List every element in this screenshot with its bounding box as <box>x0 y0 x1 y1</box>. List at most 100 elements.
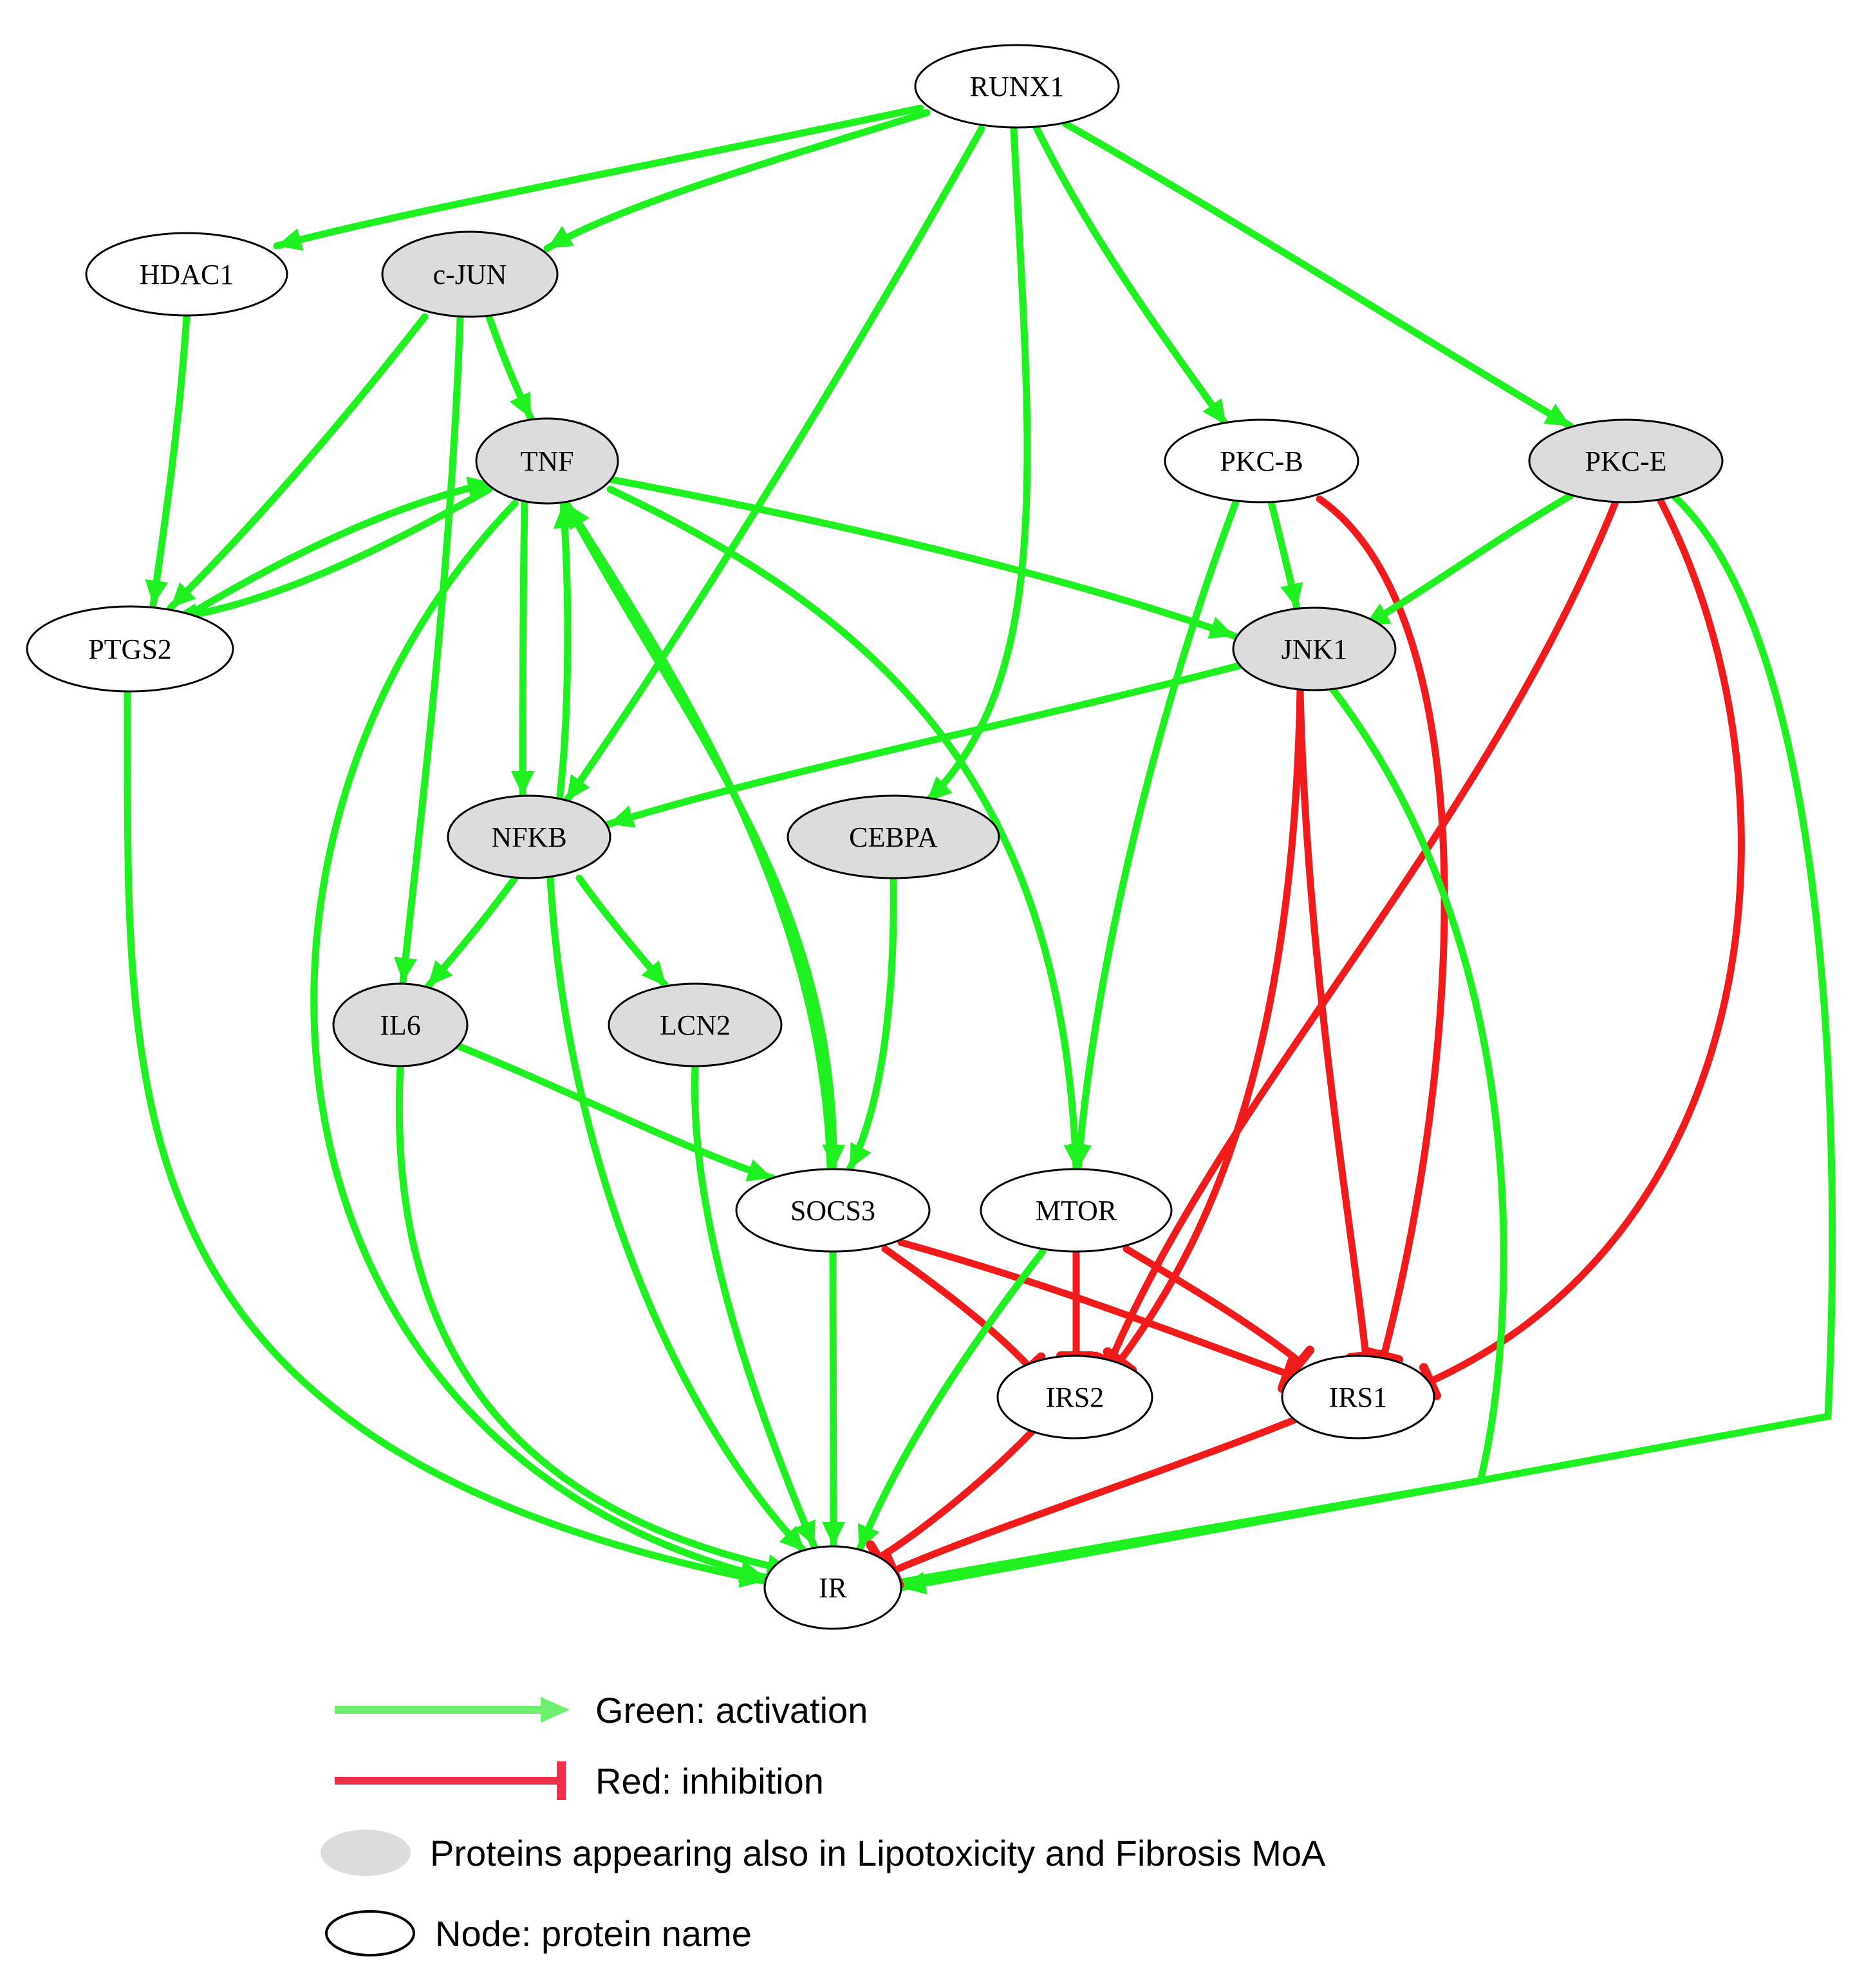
activation-arrowhead <box>547 226 574 248</box>
edge-pkcb-jnk1 <box>1267 498 1303 612</box>
edges-layer <box>124 104 1836 1595</box>
edge-line <box>1123 1245 1304 1366</box>
node-label: CEBPA <box>849 821 938 853</box>
activation-arrowhead <box>171 582 196 608</box>
edge-line <box>875 1427 1037 1562</box>
activation-arrowhead <box>850 1141 871 1169</box>
edge-cjun-ptgs2 <box>167 313 429 612</box>
activation-arrowhead <box>609 805 636 828</box>
node-label: IRS2 <box>1046 1382 1104 1413</box>
edge-runx1-pkce <box>1061 120 1574 430</box>
activation-arrowhead <box>1543 404 1570 426</box>
edge-line <box>881 1245 1034 1371</box>
node-ellipse <box>1232 606 1397 691</box>
activation-arrowhead <box>857 1523 880 1550</box>
edge-tnf-nfkb <box>511 500 534 800</box>
node-label: c-JUN <box>433 259 507 290</box>
edge-line <box>1316 495 1448 1360</box>
edge-nfkb-tnf <box>553 500 577 800</box>
node-ellipse <box>85 232 288 317</box>
edge-tnf-socs3 <box>563 500 846 1173</box>
activation-arrowhead <box>822 1144 846 1169</box>
edge-line <box>273 104 924 250</box>
node-label: LCN2 <box>660 1009 731 1041</box>
node-label: TNF <box>520 445 573 477</box>
edge-line <box>923 125 1031 805</box>
node-label: IRS1 <box>1329 1382 1387 1413</box>
edge-line <box>865 685 1507 1591</box>
node-irs2: IRS2 <box>996 1355 1153 1439</box>
edge-line <box>167 313 429 612</box>
edge-line <box>691 1062 818 1550</box>
node-label: IL6 <box>380 1009 421 1041</box>
edge-line <box>1061 120 1574 430</box>
edge-tnf-jnk1 <box>608 476 1238 640</box>
node-ellipse <box>763 1545 902 1630</box>
activation-arrowhead <box>511 771 534 796</box>
activation-arrowhead <box>1280 582 1303 608</box>
edge-line <box>124 688 769 1585</box>
edge-line <box>1116 686 1304 1365</box>
edge-line <box>395 1062 796 1575</box>
edge-socs3-ir <box>822 1248 845 1550</box>
node-pkce: PKC-E <box>1528 418 1724 503</box>
node-ellipse <box>735 1168 931 1253</box>
activation-arrowhead <box>779 1526 805 1552</box>
legend-activation-arrowhead <box>541 1697 570 1723</box>
edge-jnk1-nfkb <box>605 659 1253 828</box>
edge-line <box>399 314 464 986</box>
edge-cebpa-socs3 <box>846 874 897 1173</box>
edge-ptgs2-ir <box>124 688 769 1588</box>
edge-line <box>829 1248 837 1550</box>
node-ellipse <box>980 1168 1173 1253</box>
node-label: RUNX1 <box>970 71 1065 102</box>
edge-line <box>1032 124 1230 429</box>
node-label: SOCS3 <box>790 1195 875 1226</box>
node-label: MTOR <box>1036 1195 1117 1226</box>
node-il6: IL6 <box>332 982 469 1067</box>
activation-arrowhead <box>641 960 666 986</box>
edge-line <box>897 492 1836 1591</box>
legend-shared-swatch <box>321 1830 411 1876</box>
node-ir: IR <box>763 1545 902 1630</box>
node-ellipse <box>332 982 469 1067</box>
node-ellipse <box>1281 1355 1435 1439</box>
node-irs1: IRS1 <box>1281 1355 1435 1439</box>
edge-line <box>1361 492 1574 630</box>
node-label: JNK1 <box>1282 633 1348 665</box>
edge-line <box>169 485 493 622</box>
activation-arrowhead <box>745 1159 772 1182</box>
edge-line <box>563 500 837 1173</box>
edge-hdac1-ptgs2 <box>145 312 191 609</box>
activation-arrowhead <box>145 579 169 605</box>
node-ptgs2: PTGS2 <box>26 605 234 693</box>
edge-nfkb-ir <box>546 874 808 1555</box>
edge-line <box>855 1248 1047 1554</box>
edge-runx1-nfkb <box>563 125 985 805</box>
node-ellipse <box>381 230 559 318</box>
legend: Green: activation Red: inhibition Protei… <box>321 1690 1326 1956</box>
node-ellipse <box>475 417 619 505</box>
node-hdac1: HDAC1 <box>85 232 288 317</box>
node-ellipse <box>26 605 234 693</box>
node-nfkb: NFKB <box>447 794 611 879</box>
edge-nfkb-lcn2 <box>575 874 670 990</box>
activation-arrowhead <box>509 391 531 418</box>
edge-line <box>149 312 191 609</box>
edge-pkce-jnk1 <box>1361 492 1574 630</box>
activation-arrowhead <box>738 1564 765 1588</box>
node-ellipse <box>1528 418 1724 503</box>
edge-line <box>605 659 1253 828</box>
node-ellipse <box>914 44 1120 129</box>
edge-nfkb-il6 <box>424 874 519 990</box>
node-label: HDAC1 <box>140 259 234 290</box>
node-runx1: RUNX1 <box>914 44 1120 129</box>
edge-cjun-il6 <box>394 314 464 986</box>
node-mtor: MTOR <box>980 1168 1173 1253</box>
edge-irs1-ir <box>882 1416 1298 1590</box>
edge-runx1-cebpa <box>923 125 1031 805</box>
edge-line <box>447 1039 776 1182</box>
activation-arrowhead <box>566 774 590 801</box>
activation-arrowhead <box>927 776 953 802</box>
activation-arrowhead <box>277 228 304 251</box>
